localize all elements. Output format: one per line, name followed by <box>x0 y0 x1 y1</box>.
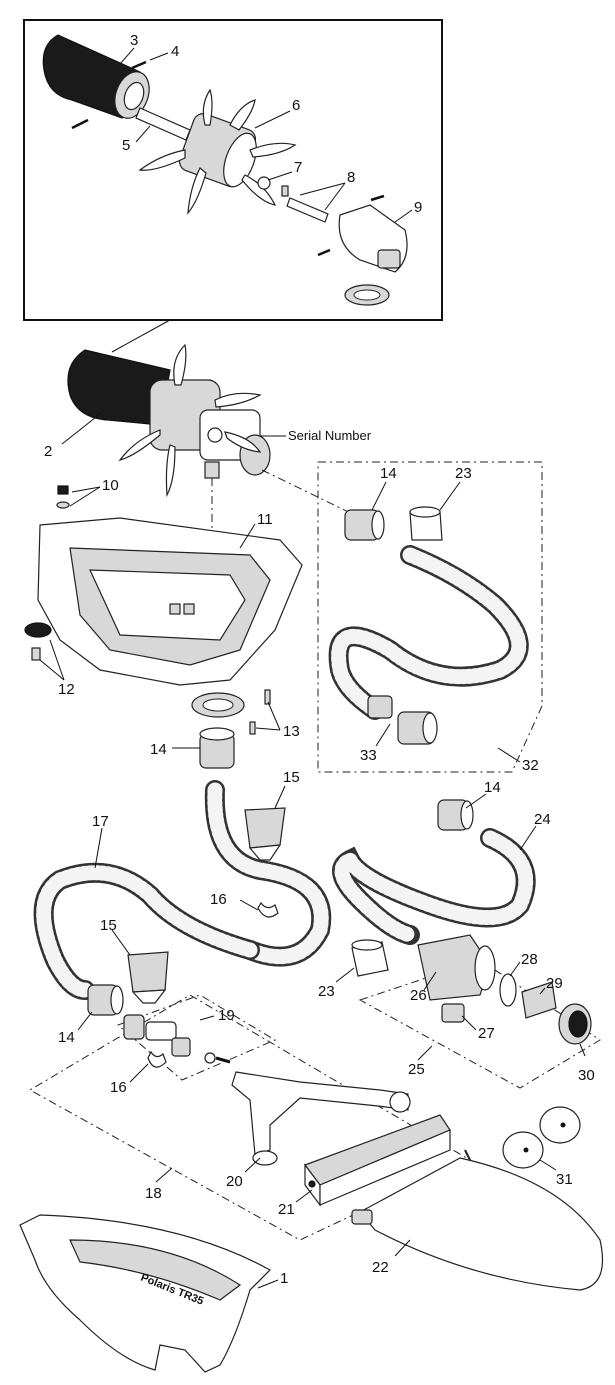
part-11-body <box>37 517 303 686</box>
part-31-wheels <box>502 1106 581 1169</box>
callout-12: 12 <box>58 681 75 698</box>
inset-callouts: 3 4 5 6 7 8 9 <box>119 32 422 223</box>
part-1-top-cover: Polaris TR35 <box>19 1214 271 1373</box>
callout-25: 25 <box>408 1061 425 1078</box>
kit-19-outline <box>117 994 277 1081</box>
callout-18: 18 <box>145 1185 162 1202</box>
inset-gasket <box>344 284 390 306</box>
callout-20: 20 <box>226 1173 243 1190</box>
callout-21: 21 <box>278 1201 295 1218</box>
part-12-foot <box>24 622 52 661</box>
callout-1: 1 <box>280 1270 288 1287</box>
part-2-motor-assembly <box>67 343 271 498</box>
inset-frame <box>23 19 443 321</box>
part-23-sleeve-bottom <box>351 939 389 977</box>
part-16-clip-top <box>257 901 279 918</box>
part-23-sleeve-top <box>409 506 443 541</box>
part-9-outlet-housing <box>317 194 408 273</box>
part-29-filter <box>521 981 557 1019</box>
callout-5: 5 <box>122 137 130 154</box>
callout-14-right: 14 <box>484 779 501 796</box>
part-14-swivel-nut-top <box>344 509 385 541</box>
callout-17: 17 <box>92 813 109 830</box>
part-14-swivel-nut-middle <box>199 727 235 769</box>
callout-26: 26 <box>410 987 427 1004</box>
part-24-hose <box>332 828 536 945</box>
part-14-swivel-nut-right <box>437 799 474 831</box>
callout-24: 24 <box>534 811 551 828</box>
callout-10: 10 <box>102 477 119 494</box>
part-14-swivel-nut-left <box>87 984 124 1016</box>
callout-13: 13 <box>283 723 300 740</box>
callout-9: 9 <box>414 199 422 216</box>
part-hose-short <box>204 780 332 967</box>
callout-29: 29 <box>546 975 563 992</box>
part-13-gasket-screws <box>191 689 271 735</box>
part-3-motor-sleeve <box>42 34 150 119</box>
callout-11: 11 <box>257 511 273 528</box>
part-33-cuff <box>367 695 438 745</box>
callout-15-bottom: 15 <box>100 917 117 934</box>
callout-15-top: 15 <box>283 769 300 786</box>
part-26-valve-body <box>417 934 496 1001</box>
part-16-clip-bottom <box>147 1050 167 1068</box>
callout-14-top: 14 <box>380 465 397 482</box>
part-19-swivel <box>123 1014 231 1064</box>
callout-14-middle: 14 <box>150 741 167 758</box>
callout-6: 6 <box>292 97 300 114</box>
part-5-shaft <box>135 107 191 141</box>
part-20-yoke <box>231 1071 411 1166</box>
callout-31: 31 <box>556 1171 573 1188</box>
callout-3: 3 <box>130 32 138 49</box>
part-8-axle-pins <box>281 185 329 223</box>
part-22-tail-fin <box>351 1149 604 1291</box>
callout-2: 2 <box>44 443 52 460</box>
part-27-nut <box>441 1003 465 1023</box>
callout-32: 32 <box>522 757 539 774</box>
part-15-float-bottom <box>127 951 169 1004</box>
callout-23-bottom: 23 <box>318 983 335 1000</box>
serial-number-label: Serial Number <box>288 428 372 443</box>
callout-8: 8 <box>347 169 355 186</box>
callout-16-bottom: 16 <box>110 1079 127 1096</box>
callout-4: 4 <box>171 43 179 60</box>
part-17-hose-long <box>33 862 260 1000</box>
kit-32-outline <box>317 461 543 773</box>
callout-23-top: 23 <box>455 465 472 482</box>
part-7-ball <box>257 176 271 190</box>
callout-22: 22 <box>372 1259 389 1276</box>
callout-19: 19 <box>218 1007 235 1024</box>
part-32-hose <box>328 545 529 720</box>
part-4-screws <box>71 60 147 130</box>
part-21-axle-block <box>304 1114 451 1207</box>
part-30-cap <box>558 1003 592 1045</box>
part-10-screw <box>56 485 70 509</box>
callout-33: 33 <box>360 747 377 764</box>
callout-7: 7 <box>294 159 302 176</box>
callout-30: 30 <box>578 1067 595 1084</box>
callout-28: 28 <box>521 951 538 968</box>
inset-leader <box>111 319 171 353</box>
part-15-float-top <box>244 807 286 861</box>
callout-16-top: 16 <box>210 891 227 908</box>
part-6-turbine <box>138 88 297 215</box>
callout-27: 27 <box>478 1025 495 1042</box>
callout-14-left: 14 <box>58 1029 75 1046</box>
part-28-o-ring <box>499 973 517 1007</box>
